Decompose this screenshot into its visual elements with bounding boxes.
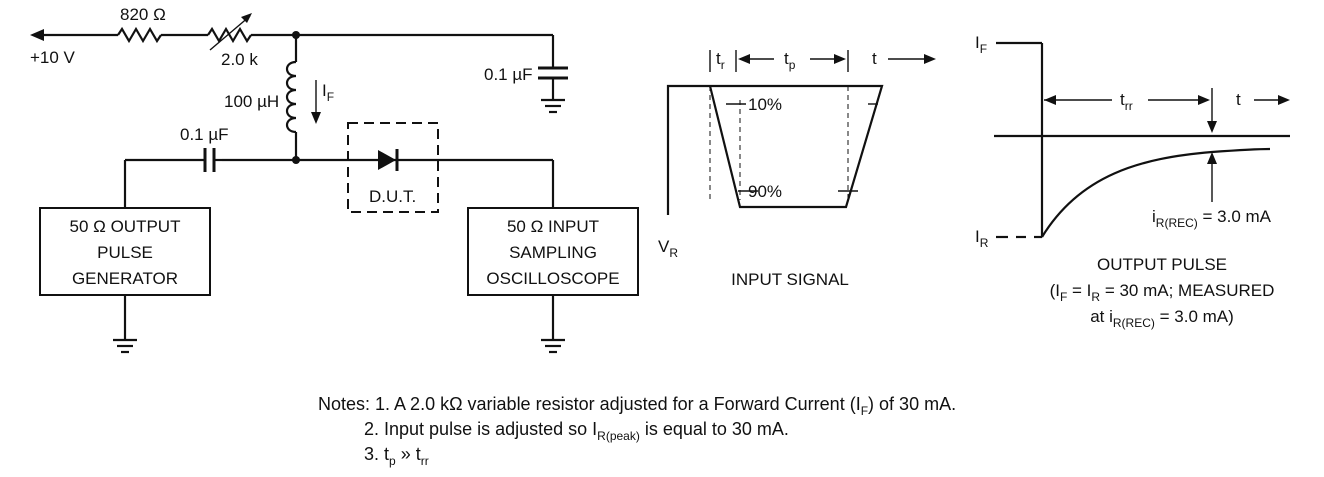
pct10-label: 10%	[748, 95, 782, 114]
scope-line-2: SAMPLING	[509, 243, 597, 262]
tr-label: tr	[716, 49, 725, 72]
junction-dot	[292, 156, 300, 164]
irrec-label: iR(REC) = 3.0 mA	[1152, 207, 1272, 230]
note-3: 3. tp » trr	[364, 444, 429, 468]
scope-line-3: OSCILLOSCOPE	[486, 269, 619, 288]
diode-icon	[378, 149, 399, 171]
supply-terminal	[30, 29, 118, 41]
dut-box	[347, 122, 439, 213]
output-condition-line-2: at iR(REC) = 3.0 mA)	[1090, 307, 1234, 330]
note-2: 2. Input pulse is adjusted so IR(peak) i…	[364, 419, 789, 443]
ground-icon	[541, 338, 565, 354]
tp-label: tp	[784, 49, 796, 72]
vr-label: VR	[658, 237, 678, 260]
supply-label: +10 V	[30, 48, 76, 67]
input-signal-waveform	[666, 50, 936, 215]
pct90-label: 90%	[748, 182, 782, 201]
capacitor-right	[538, 35, 568, 100]
dut-label: D.U.T.	[369, 187, 416, 206]
capacitor-left-label: 0.1 µF	[180, 125, 229, 144]
generator-line-3: GENERATOR	[72, 269, 178, 288]
if-label: IF	[975, 33, 987, 56]
scope-line-1: 50 Ω INPUT	[507, 217, 599, 236]
current-arrow-icon	[311, 80, 321, 124]
generator-line-2: PULSE	[97, 243, 153, 262]
variable-resistor-label: 2.0 k	[221, 50, 258, 69]
output-pulse-waveform	[994, 41, 1290, 239]
inductor-label: 100 µH	[224, 92, 279, 111]
pulse-generator-box	[39, 207, 211, 296]
note-1: Notes: 1. A 2.0 kΩ variable resistor adj…	[318, 394, 956, 418]
capacitor-right-label: 0.1 µF	[484, 65, 533, 84]
output-t-label: t	[1236, 90, 1241, 109]
ground-icon	[541, 98, 565, 114]
input-signal-caption: INPUT SIGNAL	[731, 270, 849, 289]
capacitor-left	[123, 148, 222, 208]
variable-resistor	[207, 13, 252, 51]
output-condition-line-1: (IF = IR = 30 mA; MEASURED	[1050, 281, 1275, 304]
current-label: IF	[322, 81, 334, 104]
ir-label: IR	[975, 227, 989, 250]
output-pulse-caption: OUTPUT PULSE	[1097, 255, 1227, 274]
inductor-100uH	[285, 60, 297, 134]
ground-icon	[113, 338, 137, 354]
input-t-label: t	[872, 49, 877, 68]
circuit: +10 V 820 Ω 2.0 k 0.1 µF	[30, 5, 639, 354]
generator-line-1: 50 Ω OUTPUT	[70, 217, 181, 236]
trr-label: trr	[1120, 90, 1133, 113]
resistor-820	[117, 26, 162, 44]
resistor-820-label: 820 Ω	[120, 5, 166, 24]
